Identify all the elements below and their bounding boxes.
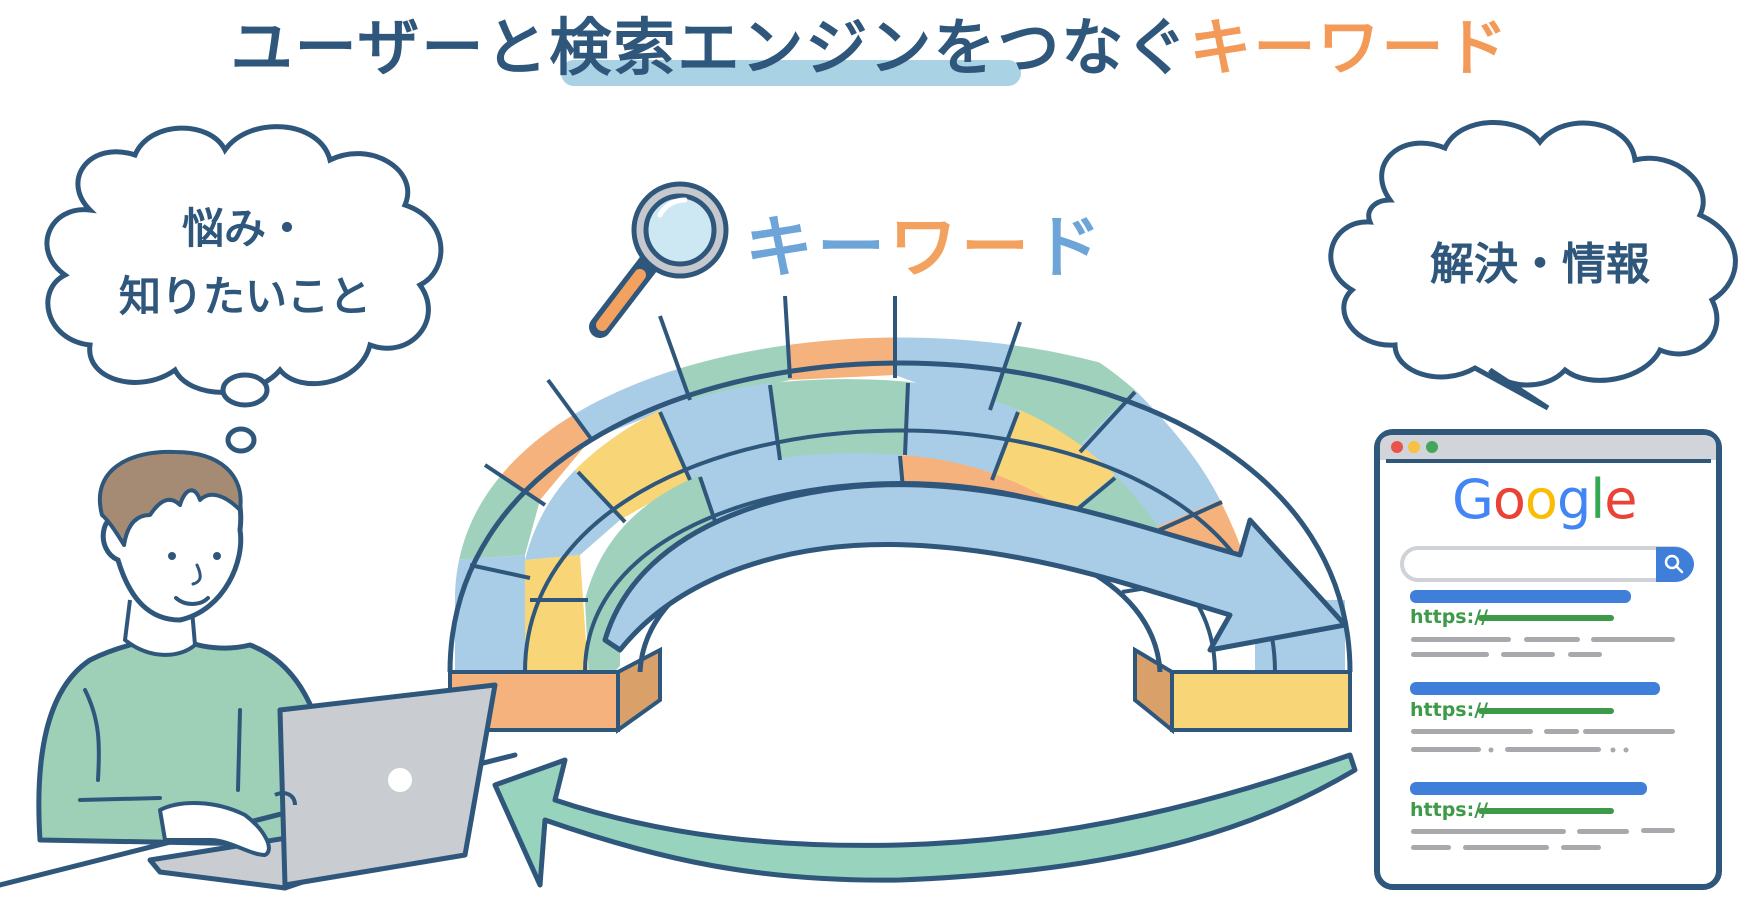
- keyword-label: キーワード: [745, 192, 1105, 288]
- keyword-char-5: ド: [1033, 209, 1106, 288]
- logo-letter-g: G: [1452, 468, 1494, 531]
- result-1-url[interactable]: https://: [1410, 606, 1489, 628]
- title-part-user: ユーザーと: [230, 11, 550, 84]
- thought-cloud-user: [44, 124, 444, 454]
- logo-letter-o2: o: [1524, 468, 1558, 531]
- title-highlight: [560, 60, 1021, 86]
- user-bubble-line2: 知りたいこと: [118, 272, 371, 321]
- user-bubble-line1: 悩み・: [181, 204, 308, 253]
- window-maximize-dot: [1426, 441, 1438, 453]
- user-bubble-text: 悩み・ 知りたいこと: [70, 195, 420, 331]
- speech-cloud-engine: [1328, 120, 1738, 411]
- result-3-url[interactable]: https://: [1410, 799, 1489, 821]
- magnifier-icon: [589, 181, 729, 338]
- keyword-char-1: キ: [745, 209, 818, 288]
- page-title: ユーザーと検索エンジンをつなぐキーワード: [0, 0, 1760, 100]
- browser-window: [1374, 429, 1722, 890]
- keyword-char-2: ー: [817, 209, 890, 288]
- keyword-char-4: ー: [961, 209, 1034, 288]
- result-2-url[interactable]: https://: [1410, 699, 1489, 721]
- window-minimize-dot: [1408, 441, 1420, 453]
- keyword-char-3: ワ: [889, 209, 962, 288]
- title-accent-keyword: キーワード: [1189, 11, 1510, 84]
- user-illustration: [0, 449, 518, 891]
- logo-letter-o1: o: [1492, 468, 1526, 531]
- return-arrow: [492, 752, 1358, 888]
- logo-letter-g2: g: [1556, 468, 1591, 531]
- title-part-search-engine: 検索エンジン: [549, 11, 934, 84]
- title-part-connect: をつなぐ: [933, 11, 1190, 84]
- window-close-dot: [1391, 441, 1403, 453]
- logo-letter-e: e: [1604, 468, 1637, 531]
- logo-letter-l: l: [1590, 468, 1605, 531]
- google-logo: Google: [1452, 468, 1637, 531]
- keyword-bridge: [447, 295, 1353, 735]
- engine-bubble-text: 解決・情報: [1430, 239, 1650, 290]
